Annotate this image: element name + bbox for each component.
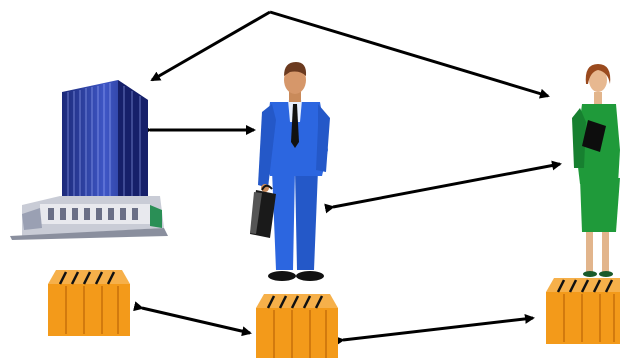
arrow-files-left-center [142, 308, 250, 333]
businessman-with-briefcase-icon [250, 62, 330, 281]
files-center [256, 294, 338, 358]
businesswoman-with-folder-icon [572, 64, 620, 277]
binders-stack-icon [48, 270, 620, 358]
arrow-files-center-right [343, 318, 533, 340]
arrow-top-to-businesswoman [270, 12, 548, 96]
office-building-icon [10, 80, 168, 240]
files-right [546, 278, 620, 344]
arrow-top-to-building [152, 12, 270, 80]
files-left [48, 270, 130, 336]
arrow-businessman-businesswoman [333, 164, 560, 207]
arrows [142, 12, 560, 340]
